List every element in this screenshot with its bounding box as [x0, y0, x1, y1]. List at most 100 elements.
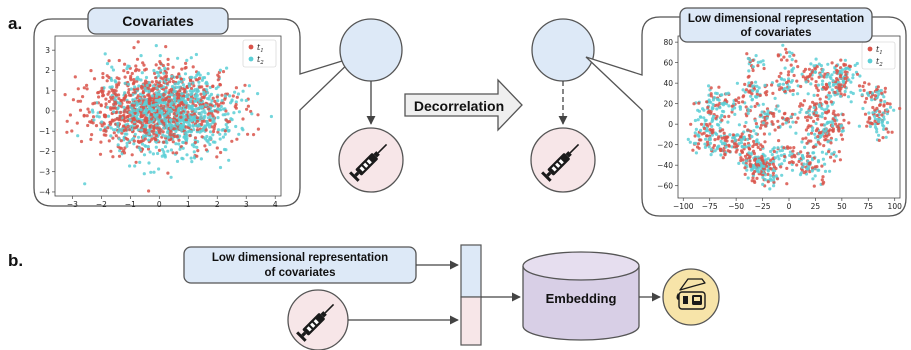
- point-t1: [230, 139, 234, 143]
- point-t2: [705, 126, 709, 130]
- point-t1: [813, 102, 817, 106]
- point-t1: [843, 84, 847, 88]
- point-t1: [166, 171, 170, 175]
- point-t1: [726, 135, 730, 139]
- point-t1: [147, 98, 151, 102]
- x-tick-label: 75: [864, 202, 874, 211]
- point-t1: [126, 90, 130, 95]
- point-t2: [178, 147, 182, 151]
- point-t1: [197, 76, 202, 80]
- point-t2: [756, 167, 760, 171]
- point-t1: [752, 149, 756, 153]
- point-t1: [837, 150, 841, 154]
- point-t1: [730, 139, 734, 143]
- point-t2: [132, 142, 136, 146]
- point-t2: [128, 164, 132, 168]
- point-t1: [776, 53, 780, 57]
- point-t1: [123, 108, 127, 112]
- point-t1: [749, 164, 753, 168]
- point-t1: [136, 87, 140, 91]
- point-t1: [748, 155, 752, 159]
- point-t1: [763, 140, 767, 144]
- point-t2: [179, 106, 183, 110]
- point-t2: [269, 114, 273, 119]
- point-t1: [789, 63, 793, 67]
- point-t2: [773, 156, 778, 160]
- point-t1: [861, 84, 865, 88]
- point-t2: [227, 129, 231, 133]
- point-t2: [210, 99, 214, 103]
- point-t2: [828, 75, 832, 79]
- point-t1: [803, 67, 808, 71]
- point-t1: [175, 151, 179, 155]
- point-t2: [879, 88, 883, 93]
- point-t1: [773, 128, 777, 132]
- point-t1: [734, 145, 739, 149]
- x-tick-label: −2: [96, 200, 107, 209]
- point-t1: [791, 88, 795, 93]
- point-t1: [107, 59, 111, 63]
- point-t2: [826, 72, 830, 77]
- point-t1: [740, 150, 745, 154]
- legend-t1-label: t1: [257, 43, 264, 54]
- point-t1: [813, 67, 818, 71]
- point-t1: [105, 79, 109, 83]
- point-t1: [118, 146, 122, 150]
- point-t1: [723, 153, 727, 157]
- point-t1: [195, 154, 199, 158]
- point-t1: [799, 84, 803, 89]
- point-t1: [804, 136, 808, 140]
- point-t1: [134, 64, 138, 68]
- point-t2: [766, 109, 770, 113]
- point-t1: [179, 115, 183, 119]
- point-t1: [146, 147, 151, 151]
- point-t2: [726, 120, 730, 124]
- point-t1: [786, 79, 791, 83]
- point-t1: [823, 72, 827, 76]
- point-t2: [754, 139, 759, 143]
- point-t1: [126, 70, 130, 75]
- point-t2: [703, 142, 707, 146]
- point-t1: [751, 68, 755, 73]
- point-t2: [143, 110, 148, 115]
- point-t2: [116, 106, 120, 110]
- point-t2: [833, 66, 837, 70]
- point-t1: [712, 143, 717, 148]
- point-t1: [195, 119, 200, 123]
- point-t2: [157, 89, 161, 93]
- point-t1: [87, 110, 91, 114]
- point-t1: [743, 124, 747, 128]
- point-t2: [861, 106, 865, 111]
- point-t1: [123, 95, 127, 99]
- point-t1: [753, 104, 757, 108]
- point-t1: [246, 104, 250, 108]
- point-t1: [129, 76, 133, 80]
- point-t1: [708, 128, 712, 132]
- point-t1: [832, 159, 837, 163]
- point-t2: [817, 62, 821, 66]
- point-t2: [214, 86, 218, 91]
- point-t1: [775, 79, 779, 83]
- point-t2: [163, 118, 167, 122]
- point-t1: [691, 148, 695, 152]
- point-t2: [768, 132, 772, 136]
- point-t2: [111, 68, 115, 72]
- point-t2: [208, 142, 212, 147]
- point-t1: [137, 119, 141, 123]
- point-t1: [102, 129, 106, 133]
- point-t2: [136, 117, 140, 121]
- point-t2: [155, 70, 159, 74]
- point-t2: [770, 153, 774, 157]
- point-t1: [213, 99, 217, 103]
- point-t1: [785, 51, 789, 55]
- point-t2: [116, 125, 120, 129]
- point-t1: [833, 80, 838, 84]
- point-t2: [773, 96, 777, 100]
- point-t1: [812, 184, 816, 188]
- point-t2: [820, 115, 824, 119]
- point-t2: [812, 64, 816, 68]
- point-t2: [144, 144, 148, 148]
- point-t2: [140, 128, 144, 132]
- point-t1: [811, 145, 816, 149]
- point-t1: [86, 107, 90, 111]
